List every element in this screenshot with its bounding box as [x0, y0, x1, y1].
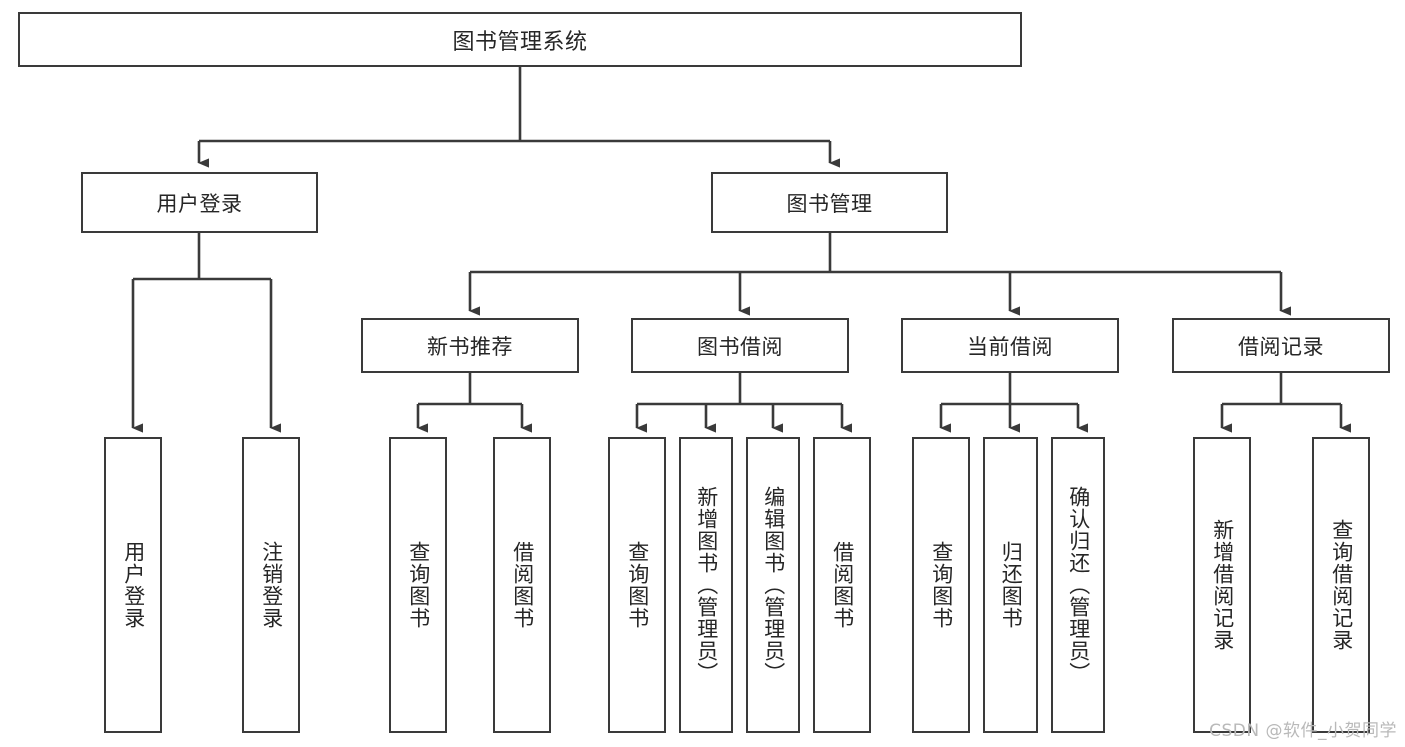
leaf-query-borrow-record[interactable]: 查询借阅记录	[1312, 437, 1370, 733]
node-book-management[interactable]: 图书管理	[711, 172, 948, 233]
node-label: 用户登录	[121, 541, 146, 629]
node-label: 借阅记录	[1238, 334, 1324, 359]
leaf-confirm-return-admin[interactable]: 确认归还（管理员）	[1051, 437, 1105, 733]
node-label: 新书推荐	[427, 334, 513, 359]
leaf-borrow-book[interactable]: 借阅图书	[813, 437, 871, 733]
node-label: 查询图书	[406, 541, 431, 629]
node-label: 确认归还（管理员）	[1066, 486, 1091, 684]
node-label: 图书管理系统	[452, 29, 588, 55]
node-label: 用户登录	[156, 191, 243, 216]
node-label: 图书借阅	[697, 334, 783, 359]
leaf-add-book-admin[interactable]: 新增图书（管理员）	[679, 437, 733, 733]
node-label: 借阅图书	[830, 541, 855, 629]
node-label: 借阅图书	[510, 541, 535, 629]
leaf-current-query-book[interactable]: 查询图书	[912, 437, 970, 733]
node-label: 新增图书（管理员）	[694, 486, 719, 684]
node-label: 查询借阅记录	[1329, 519, 1354, 651]
leaf-logout[interactable]: 注销登录	[242, 437, 300, 733]
node-borrow-record[interactable]: 借阅记录	[1172, 318, 1390, 373]
leaf-edit-book-admin[interactable]: 编辑图书（管理员）	[746, 437, 800, 733]
node-label: 查询图书	[625, 541, 650, 629]
leaf-user-login[interactable]: 用户登录	[104, 437, 162, 733]
node-root-system[interactable]: 图书管理系统	[18, 12, 1022, 67]
node-label: 图书管理	[786, 191, 873, 216]
node-book-borrow[interactable]: 图书借阅	[631, 318, 849, 373]
leaf-new-book-query[interactable]: 查询图书	[389, 437, 447, 733]
leaf-return-book[interactable]: 归还图书	[983, 437, 1038, 733]
leaf-add-borrow-record[interactable]: 新增借阅记录	[1193, 437, 1251, 733]
node-label: 查询图书	[929, 541, 954, 629]
leaf-borrow-query-book[interactable]: 查询图书	[608, 437, 666, 733]
node-label: 归还图书	[999, 541, 1024, 629]
node-label: 编辑图书（管理员）	[761, 486, 786, 684]
watermark-text: CSDN @软件_小贺同学	[1209, 721, 1397, 741]
node-new-book-recommend[interactable]: 新书推荐	[361, 318, 579, 373]
node-label: 注销登录	[259, 541, 284, 629]
node-label: 当前借阅	[967, 334, 1053, 359]
leaf-new-book-borrow[interactable]: 借阅图书	[493, 437, 551, 733]
node-user-login[interactable]: 用户登录	[81, 172, 318, 233]
node-label: 新增借阅记录	[1210, 519, 1235, 651]
node-current-borrow[interactable]: 当前借阅	[901, 318, 1119, 373]
